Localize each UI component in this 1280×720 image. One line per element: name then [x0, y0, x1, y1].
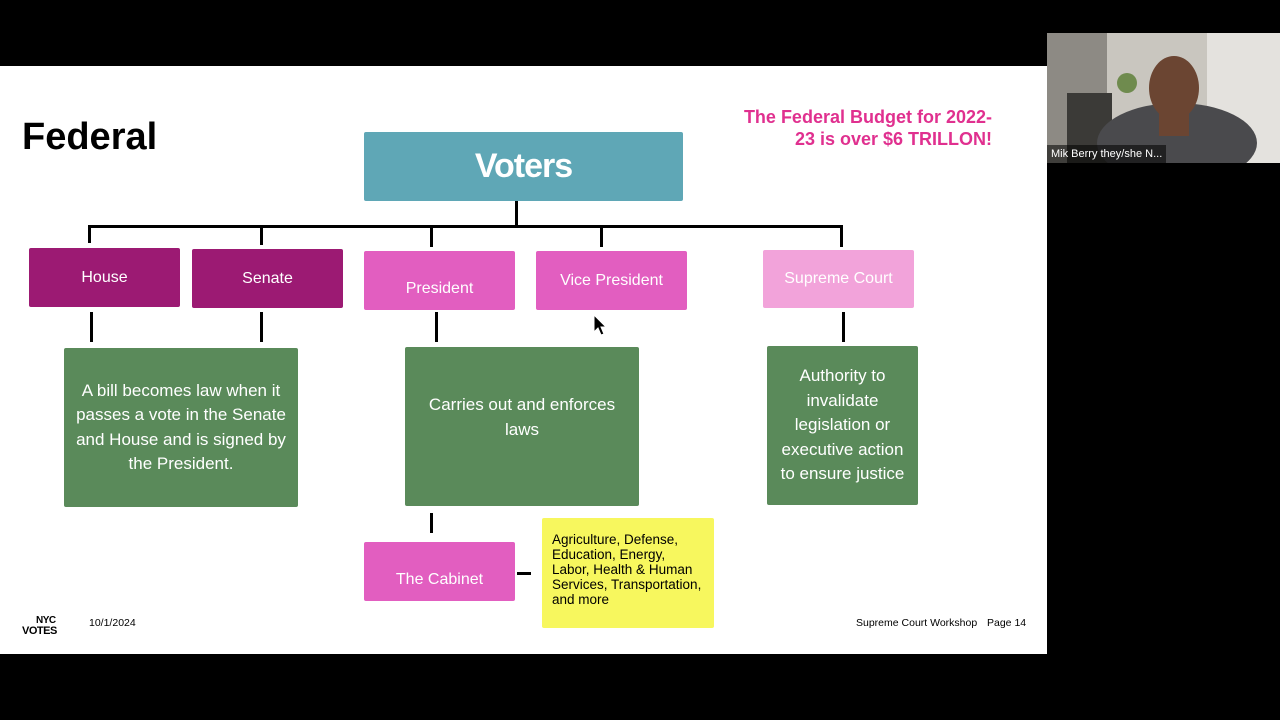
connector-line [90, 312, 93, 342]
connector-line [435, 312, 438, 342]
executive-description: Carries out and enforces laws [405, 347, 639, 506]
connector-line [88, 225, 843, 228]
participant-video-feed [1047, 33, 1280, 163]
connector-line [840, 225, 843, 247]
connector-line [600, 225, 603, 247]
president-box: President [364, 251, 515, 310]
page-number: Page 14 [987, 617, 1027, 629]
connector-line [88, 225, 91, 243]
connector-line [260, 225, 263, 245]
participant-video-tile[interactable]: Mik Berry they/she N... [1047, 33, 1280, 163]
workshop-name: Supreme Court Workshop [856, 617, 978, 629]
participant-name: Mik Berry they/she N... [1047, 145, 1167, 163]
vice-president-box: Vice President [536, 251, 687, 310]
budget-note: The Federal Budget for 2022-23 is over $… [743, 107, 992, 149]
svg-text:NYC: NYC [36, 615, 56, 626]
connector-line [842, 312, 845, 342]
supreme-court-box: Supreme Court [763, 250, 914, 308]
connector-line [517, 572, 531, 575]
senate-box: Senate [192, 249, 343, 308]
slide-date: 10/1/2024 [89, 617, 136, 629]
judicial-description: Authority to invalidate legislation or e… [767, 346, 918, 505]
cabinet-departments-box: Agriculture, Defense, Education, Energy,… [542, 518, 714, 628]
nyc-votes-logo-mark: NYC VOTES [22, 615, 57, 637]
connector-line [430, 225, 433, 247]
mouse-cursor-icon [593, 313, 609, 343]
connector-line [515, 201, 518, 227]
connector-line [430, 513, 433, 533]
connector-line [260, 312, 263, 342]
legislative-description: A bill becomes law when it passes a vote… [64, 348, 298, 507]
nyc-votes-logo: NYC VOTES [22, 614, 70, 637]
voters-node: Voters [364, 132, 683, 201]
slide-title: Federal [22, 116, 158, 158]
house-box: House [29, 248, 180, 307]
presentation-slide: Federal The Federal Budget for 2022-23 i… [0, 66, 1047, 654]
svg-text:VOTES: VOTES [22, 625, 57, 636]
cabinet-box: The Cabinet [364, 542, 515, 601]
